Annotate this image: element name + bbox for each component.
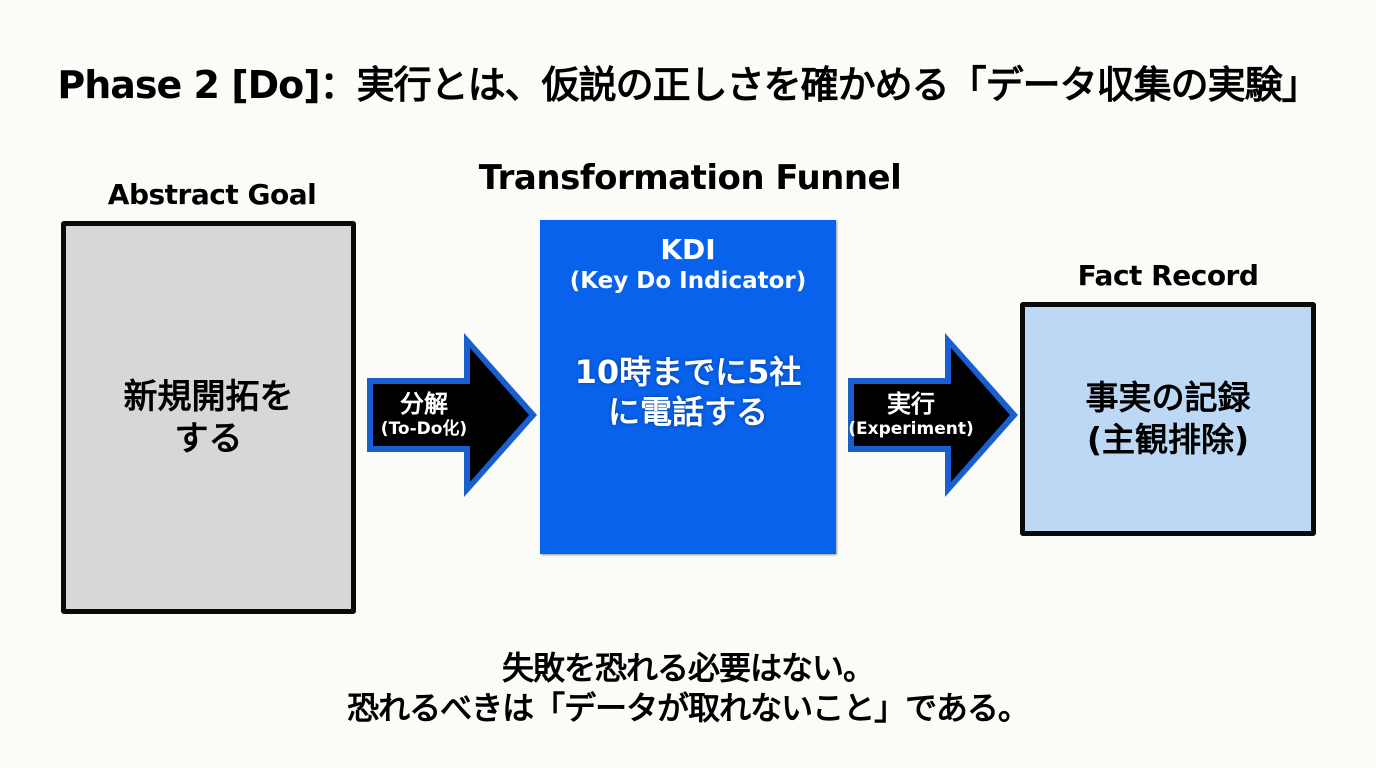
footer-line2: 恐れるべきは「データが取れないこと」である。 <box>347 689 1030 727</box>
decompose-label: 分解 <box>400 390 448 418</box>
kdi-line1: 10時までに5社 <box>574 353 802 391</box>
abstract-goal-line1: 新規開拓を <box>123 376 294 417</box>
decompose-sublabel: (To-Do化) <box>380 419 468 439</box>
abstract-goal-label: Abstract Goal <box>107 178 317 211</box>
decompose-arrow: 分解 (To-Do化) <box>364 330 542 500</box>
execute-arrow: 実行 (Experiment) <box>845 330 1023 500</box>
execute-sublabel: (Experiment) <box>848 419 974 439</box>
arrow-right-icon <box>367 333 537 497</box>
kdi-box: KDI (Key Do Indicator) 10時までに5社 に電話する <box>540 220 836 554</box>
kdi-title: KDI <box>660 233 716 266</box>
decompose-arrow-text: 分解 (To-Do化) <box>364 330 484 500</box>
fact-record-line2: (主観排除) <box>1086 420 1250 459</box>
fact-record-label: Fact Record <box>1077 259 1259 292</box>
arrow-right-icon <box>848 333 1018 497</box>
fact-record-box: 事実の記録 (主観排除) <box>1020 302 1316 536</box>
kdi-action-text: 10時までに5社 に電話する <box>575 352 802 432</box>
fact-record-text: 事実の記録 (主観排除) <box>1086 377 1251 461</box>
abstract-goal-box: 新規開拓を する <box>61 221 356 614</box>
fact-record-line1: 事実の記録 <box>1085 378 1251 417</box>
page-title: Phase 2 [Do]：実行とは、仮説の正しさを確かめる「データ収集の実験」 <box>57 63 1319 107</box>
execute-label: 実行 <box>887 390 935 418</box>
abstract-goal-line2: する <box>174 418 243 459</box>
kdi-line2: に電話する <box>607 393 768 431</box>
footer-message: 失敗を恐れる必要はない。 恐れるべきは「データが取れないこと」である。 <box>0 648 1376 728</box>
footer-line1: 失敗を恐れる必要はない。 <box>501 649 875 687</box>
abstract-goal-text: 新規開拓を する <box>124 376 294 460</box>
transformation-funnel-label: Transformation Funnel <box>478 158 902 198</box>
kdi-subtitle: (Key Do Indicator) <box>569 268 807 294</box>
execute-arrow-text: 実行 (Experiment) <box>845 330 977 500</box>
